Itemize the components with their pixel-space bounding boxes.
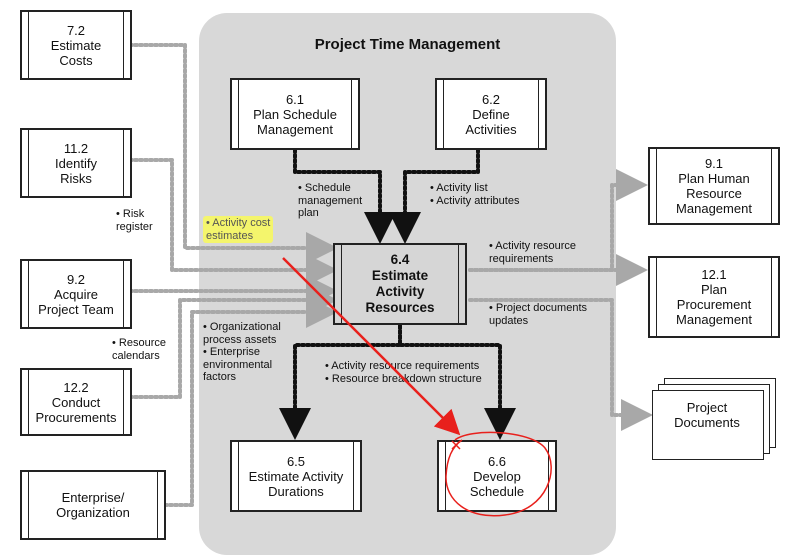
process-title: Plan Procurement Management bbox=[676, 282, 752, 327]
connector-6-4-to-6-6 bbox=[398, 324, 516, 440]
process-number: 6.1 bbox=[285, 91, 305, 107]
flow-label-org-process-assets: • Organizational process assets • Enterp… bbox=[203, 321, 281, 383]
process-6-5: 6.5 Estimate Activity Durations bbox=[230, 440, 362, 512]
process-6-2: 6.2 Define Activities bbox=[435, 78, 547, 150]
process-number: 6.4 bbox=[390, 252, 410, 267]
process-title: Plan Human Resource Management bbox=[676, 171, 752, 216]
process-number: 12.2 bbox=[63, 379, 89, 395]
process-title: Plan Schedule Management bbox=[253, 106, 337, 137]
process-12-2: 12.2 Conduct Procurements bbox=[20, 368, 132, 436]
process-9-2: 9.2 Acquire Project Team bbox=[20, 259, 132, 329]
process-11-2: 11.2 Identify Risks bbox=[20, 128, 132, 198]
connector-6-1-to-6-4 bbox=[293, 148, 396, 244]
process-title: Enterprise/ Organization bbox=[56, 490, 130, 520]
connector-7-2-to-6-4 bbox=[128, 43, 338, 264]
flow-label-project-documents-updates: • Project documents updates bbox=[489, 302, 588, 327]
process-number: 6.2 bbox=[481, 91, 501, 107]
process-title: Estimate Activity Durations bbox=[248, 468, 344, 499]
process-title: Acquire Project Team bbox=[38, 286, 114, 317]
project-documents-label: Project Documents bbox=[674, 400, 740, 430]
flow-label-risk-register: • Risk register bbox=[116, 208, 153, 233]
process-12-1: 12.1 Plan Procurement Management bbox=[648, 256, 780, 338]
document-sheet bbox=[652, 390, 764, 460]
process-number: 9.1 bbox=[704, 156, 724, 171]
connector-6-2-to-6-4 bbox=[389, 148, 480, 244]
annotation-x-mark bbox=[451, 440, 461, 450]
process-number: 11.2 bbox=[63, 140, 89, 156]
process-title: Conduct Procurements bbox=[35, 394, 117, 425]
process-6-4: 6.4 Estimate Activity Resources bbox=[333, 243, 467, 325]
process-9-1: 9.1 Plan Human Resource Management bbox=[648, 147, 780, 225]
process-number: 12.1 bbox=[701, 267, 727, 282]
process-title: Define Activities bbox=[465, 106, 517, 137]
process-number: 9.2 bbox=[66, 271, 86, 287]
process-title: Estimate Activity Resources bbox=[365, 268, 435, 315]
connector-6-4-to-docs bbox=[468, 298, 653, 431]
enterprise-organization-box: Enterprise/ Organization bbox=[20, 470, 166, 540]
connector-eo-to-6-4 bbox=[163, 296, 338, 507]
project-documents-stack bbox=[650, 378, 780, 468]
process-number: 7.2 bbox=[66, 22, 86, 38]
connector-11-2-to-6-4 bbox=[128, 158, 338, 286]
flow-label-schedule-management-plan: • Schedule management plan bbox=[298, 182, 363, 219]
process-title: Estimate Costs bbox=[50, 37, 102, 68]
process-title: Identify Risks bbox=[55, 155, 97, 186]
flow-label-activity-list: • Activity list • Activity attributes bbox=[430, 182, 520, 207]
connector-12-2-to-6-4 bbox=[128, 284, 338, 399]
flow-label-activity-resource-requirements: • Activity resource requirements bbox=[489, 240, 576, 265]
annotation-circle bbox=[445, 431, 552, 517]
process-6-1: 6.1 Plan Schedule Management bbox=[230, 78, 360, 150]
flow-label-resource-calendars: • Resource calendars bbox=[112, 337, 166, 362]
flow-label-activity-cost-estimates: • Activity cost estimates bbox=[203, 216, 274, 243]
process-7-2: 7.2 Estimate Costs bbox=[20, 10, 132, 80]
annotation-arrow bbox=[282, 257, 461, 436]
process-number: 6.5 bbox=[286, 453, 306, 469]
process-number: 6.6 bbox=[487, 453, 507, 469]
process-title: Develop Schedule bbox=[469, 468, 525, 499]
group-title: Project Time Management bbox=[314, 36, 501, 53]
